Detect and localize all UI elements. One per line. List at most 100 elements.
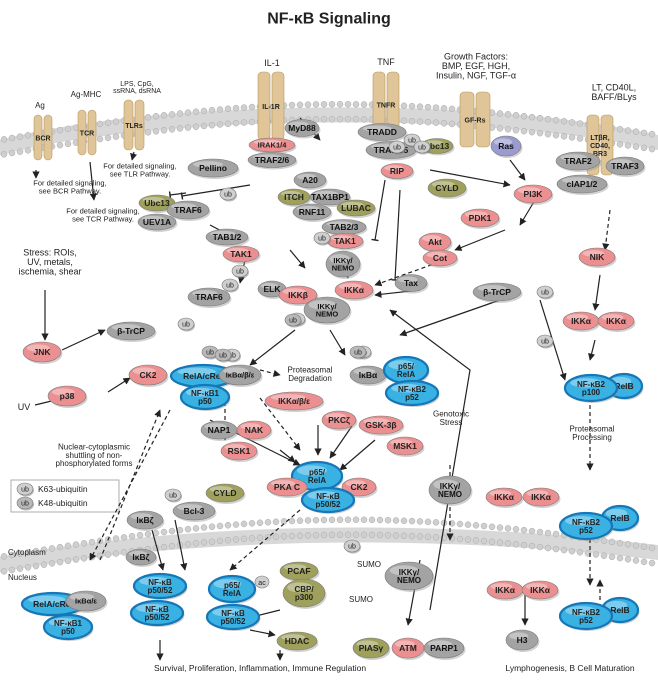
- node-traf6a[interactable]: TRAF6: [166, 200, 211, 221]
- node-label: NEMO: [438, 490, 462, 499]
- node-lubac[interactable]: LUBAC: [336, 199, 377, 218]
- node-nap1[interactable]: NAP1: [200, 420, 239, 441]
- receptor-tlrs[interactable]: TLRs: [123, 99, 145, 151]
- node-myd88[interactable]: MyD88: [284, 119, 321, 139]
- node-traf6b[interactable]: TRAF6: [187, 287, 232, 308]
- node-cbp[interactable]: CBP/p300: [282, 578, 327, 609]
- node-label: NF-κB1: [54, 619, 83, 628]
- node-nak[interactable]: NAK: [236, 420, 273, 441]
- node-ikbabe1[interactable]: IκBα/β/ε: [218, 364, 263, 387]
- node-rsk1[interactable]: RSK1: [220, 441, 259, 462]
- nucleus-label: Nucleus: [8, 573, 37, 582]
- lps-label-line: LPS, CpG,: [120, 81, 154, 88]
- node-label: IκBζ: [136, 515, 153, 525]
- node-pias[interactable]: PIASγ: [352, 637, 391, 660]
- receptor-label: TNFR: [377, 103, 396, 110]
- node-ck2b[interactable]: CK2: [341, 477, 378, 498]
- node-btrcp2[interactable]: β-TrCP: [472, 282, 523, 303]
- node-ciap[interactable]: cIAP1/2: [556, 174, 609, 195]
- receptor-tnfr[interactable]: TNFR: [372, 71, 400, 138]
- node-nemo1[interactable]: IKKγ/NEMO: [303, 296, 352, 325]
- node-tax[interactable]: Tax: [394, 274, 429, 294]
- node-pdk1[interactable]: PDK1: [460, 208, 501, 229]
- node-ikka4[interactable]: IKKα: [485, 487, 524, 508]
- activation-edge: [454, 229, 506, 251]
- node-relacrel1[interactable]: RelA/cRel: [169, 363, 237, 389]
- node-cyld2[interactable]: CYLD: [205, 483, 246, 504]
- lt-label-line: LT, CD40L,: [592, 82, 636, 92]
- node-ikbae[interactable]: IκBα/ε: [65, 590, 108, 613]
- node-rnf11[interactable]: RNF11: [292, 203, 333, 222]
- node-parp1[interactable]: PARP1: [423, 637, 466, 660]
- node-btrcp1[interactable]: β-TrCP: [106, 321, 157, 342]
- node-pkac[interactable]: PKA C: [266, 477, 309, 498]
- node-nemo2[interactable]: IKKγ/NEMO: [428, 475, 473, 506]
- node-ikka6[interactable]: IKKα: [486, 580, 525, 601]
- node-p65rela1[interactable]: p65/RelA: [382, 355, 430, 385]
- node-ikkabe[interactable]: IKKα/β/ε: [264, 391, 325, 412]
- node-ikkg1[interactable]: IKKγ/NEMO: [325, 250, 362, 279]
- node-itch[interactable]: ITCH: [277, 188, 312, 207]
- node-nik[interactable]: NIK: [578, 247, 617, 268]
- node-ck2a[interactable]: CK2: [128, 364, 169, 387]
- receptor-tcr[interactable]: TCR: [77, 109, 97, 156]
- node-hdac[interactable]: HDAC: [276, 631, 319, 652]
- node-uev1a[interactable]: UEV1A: [137, 213, 178, 232]
- node-irak[interactable]: IRAK1/4: [248, 137, 297, 154]
- node-pi3k[interactable]: PI3K: [513, 184, 554, 205]
- node-pellino[interactable]: Pellino: [187, 158, 240, 179]
- node-tak1b[interactable]: TAK1: [326, 233, 365, 251]
- node-msk1[interactable]: MSK1: [386, 436, 425, 457]
- node-p65rela3[interactable]: p65/RelA: [207, 574, 257, 604]
- node-cyld1[interactable]: CYLD: [427, 178, 468, 199]
- node-tab12[interactable]: TAB1/2: [205, 228, 250, 247]
- node-gfrs_ras[interactable]: Ras: [490, 135, 523, 158]
- node-h3[interactable]: H3: [505, 629, 540, 652]
- node-traf3[interactable]: TRAF3: [605, 156, 646, 177]
- node-atm[interactable]: ATM: [391, 637, 426, 660]
- node-pcaf[interactable]: PCAF: [279, 561, 320, 582]
- lt-label-line: BAFF/BLys: [591, 92, 637, 102]
- node-ikba2[interactable]: IκBα: [349, 365, 388, 386]
- node-traf2[interactable]: TRAF2: [555, 151, 602, 172]
- node-akt[interactable]: Akt: [418, 232, 453, 253]
- node-bcl3[interactable]: Bcl-3: [172, 501, 217, 522]
- node-p38[interactable]: p38: [47, 385, 88, 408]
- node-tak1a[interactable]: TAK1: [222, 245, 261, 264]
- node-label: IKKα: [571, 316, 592, 326]
- node-pkcz[interactable]: PKCζ: [321, 410, 358, 431]
- node-ikbz[interactable]: IκBζ: [126, 510, 165, 531]
- activation-edge: [151, 529, 165, 571]
- node-tradd[interactable]: TRADD: [357, 123, 408, 143]
- node-ikka2[interactable]: IKKα: [562, 311, 601, 332]
- node-tab23[interactable]: TAB2/3: [321, 219, 368, 237]
- node-gsk3b[interactable]: GSK-3β: [358, 415, 405, 436]
- node-ikkb[interactable]: IKKβ: [278, 285, 319, 306]
- node-a20[interactable]: A20: [293, 171, 328, 190]
- node-ikka1[interactable]: IKKα: [334, 280, 375, 301]
- receptor-bcr[interactable]: BCR: [33, 114, 53, 161]
- node-ikka7[interactable]: IKKα: [521, 580, 560, 601]
- shuttling-note-line: shuttling of non-: [66, 451, 123, 460]
- ag-label: Ag: [35, 101, 45, 110]
- receptor-gfrs[interactable]: GF-Rs: [459, 91, 491, 148]
- receptor-il1r[interactable]: IL-1R: [257, 71, 285, 141]
- node-traf26[interactable]: TRAF2/6: [247, 152, 298, 170]
- node-rip[interactable]: RIP: [380, 163, 415, 181]
- node-nemo3[interactable]: IKKγ/NEMO: [384, 561, 435, 592]
- node-ikka5[interactable]: IKKα: [522, 487, 561, 508]
- node-jnk[interactable]: JNK: [22, 341, 63, 364]
- node-ikka3[interactable]: IKKα: [597, 311, 636, 332]
- node-ikbz2[interactable]: IκBζ: [125, 548, 158, 567]
- node-cot[interactable]: Cot: [422, 249, 459, 268]
